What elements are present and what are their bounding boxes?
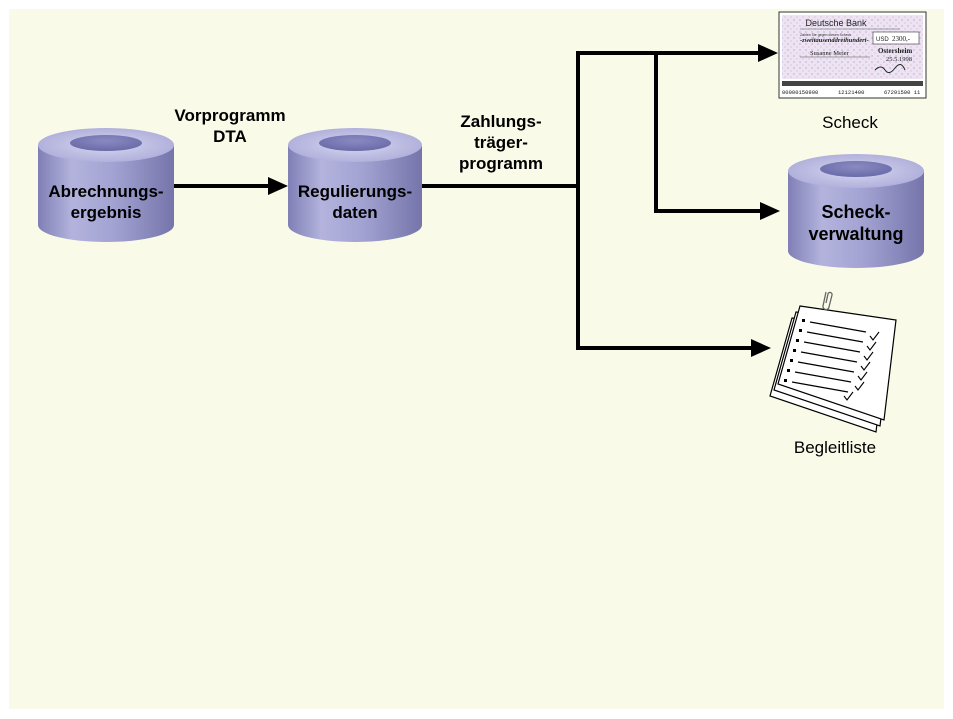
- node-label-scheckverwaltung: Scheck- verwaltung: [808, 202, 904, 244]
- arrowhead-to-scheckverwaltung: [760, 202, 780, 220]
- checklist-document-icon: [769, 291, 897, 433]
- regulierungsdaten-cylinder: [288, 128, 422, 242]
- cheque-micr-mid: 12121400: [838, 89, 864, 96]
- cheque-amount: 2300,-: [892, 35, 911, 43]
- scheckverwaltung-cylinder: [788, 154, 924, 268]
- cheque-date: 25.5.1998: [886, 56, 912, 63]
- bank-cheque-image: Deutsche Bank Zahlen Sie gegen diesen Sc…: [778, 11, 927, 99]
- cheque-payee: Susanne Meier: [810, 50, 850, 57]
- node-label-regulierungsdaten: Regulierungs- daten: [297, 182, 413, 222]
- node-label-abrechnungsergebnis: Abrechnungs- ergebnis: [48, 182, 164, 222]
- node-label-scheck: Scheck: [822, 113, 878, 132]
- node-label-begleitliste: Begleitliste: [793, 438, 877, 457]
- cheque-pay-text: Zahlen Sie gegen diesen Scheck: [800, 33, 851, 37]
- cheque-currency: USD: [876, 37, 889, 43]
- cheque-micr-left: 00000150900: [782, 89, 818, 96]
- cheque-micr-right: 67291500 11: [884, 89, 921, 96]
- cheque-bank-name: Deutsche Bank: [805, 18, 867, 28]
- cheque-amount-words: -zweitausenddreihundert-: [800, 37, 869, 44]
- arrow-abrechnung-to-regulierung: [174, 177, 288, 195]
- edge-label-zahlungstraegerprogramm: Zahlungs- träger- programm: [458, 112, 544, 173]
- arrowhead-to-scheck: [758, 44, 778, 62]
- arrowhead-to-begleitliste: [751, 339, 771, 357]
- cheque-place: Ostersheim: [878, 47, 912, 55]
- arrow-regulierung-branches: [422, 51, 763, 350]
- paper-clip-icon: [822, 291, 833, 311]
- abrechnungsergebnis-cylinder: [38, 128, 174, 242]
- edge-label-vorprogramm-dta: Vorprogramm DTA: [174, 106, 286, 146]
- cheque-signature: [874, 64, 906, 74]
